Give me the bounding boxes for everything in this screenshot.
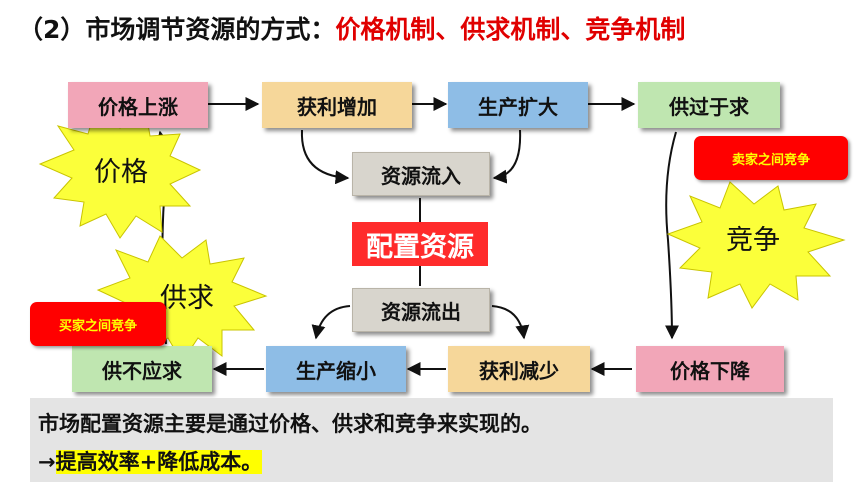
arrow-into-inflow-right — [492, 129, 522, 184]
title-prefix: （2）市场调节资源的方式： — [18, 15, 336, 44]
summary-line-1: 市场配置资源主要是通过价格、供求和竞争来实现的。 — [38, 412, 542, 436]
arrow-out-outflow-right — [491, 305, 530, 340]
box-production-expand: 生产扩大 — [448, 82, 588, 128]
arrow-out-outflow-left — [311, 305, 351, 340]
badge-buyers-competition-label: 买家之间竞争 — [58, 318, 137, 334]
burst-competition — [666, 181, 846, 309]
box-demand-exceeds-supply-label: 供不应求 — [102, 358, 182, 383]
box-demand-exceeds-supply: 供不应求 — [72, 346, 212, 392]
box-price-fall-label: 价格下降 — [670, 358, 750, 383]
badge-buyers-competition: 买家之间竞争 — [30, 302, 166, 346]
badge-sellers-competition: 卖家之间竞争 — [694, 136, 848, 180]
box-profit-decrease-label: 获利减少 — [479, 358, 559, 383]
box-resource-inflow: 资源流入 — [352, 152, 490, 196]
box-production-shrink-label: 生产缩小 — [296, 358, 376, 383]
title-highlight: 价格机制、供求机制、竞争机制 — [335, 15, 686, 44]
box-production-expand-label: 生产扩大 — [478, 94, 558, 119]
badge-sellers-competition-label: 卖家之间竞争 — [731, 152, 810, 168]
summary-line-2: →提高效率+降低成本。 — [38, 446, 263, 476]
box-resource-inflow-label: 资源流入 — [381, 163, 461, 188]
page-title: （2）市场调节资源的方式：价格机制、供求机制、竞争机制 — [18, 10, 685, 46]
center-allocate-resources-label: 配置资源 — [366, 231, 474, 263]
box-price-rise-label: 价格上涨 — [98, 94, 178, 119]
box-profit-increase: 获利增加 — [262, 82, 412, 128]
box-resource-outflow: 资源流出 — [352, 288, 490, 332]
box-price-rise: 价格上涨 — [68, 82, 208, 128]
box-supply-exceeds-demand-label: 供过于求 — [669, 94, 749, 119]
box-supply-exceeds-demand: 供过于求 — [638, 82, 780, 128]
arrow-into-inflow-left — [300, 129, 350, 185]
center-allocate-resources: 配置资源 — [352, 222, 488, 266]
burst-competition-label: 竞争 — [726, 225, 780, 256]
box-resource-outflow-label: 资源流出 — [381, 299, 461, 324]
summary-arrow: → — [38, 450, 56, 474]
burst-supply — [96, 235, 268, 363]
box-production-shrink: 生产缩小 — [266, 346, 406, 392]
summary-highlight-text: 提高效率+降低成本。 — [55, 450, 263, 474]
burst-supply-label: 供求 — [160, 283, 214, 314]
arrow-right-down — [664, 131, 679, 340]
summary-panel: 市场配置资源主要是通过价格、供求和竞争来实现的。 →提高效率+降低成本。 — [30, 398, 833, 482]
box-profit-increase-label: 获利增加 — [297, 94, 377, 119]
box-price-fall: 价格下降 — [636, 346, 784, 392]
box-profit-decrease: 获利减少 — [448, 346, 590, 392]
burst-price — [38, 109, 202, 239]
burst-price-label: 价格 — [94, 157, 148, 188]
